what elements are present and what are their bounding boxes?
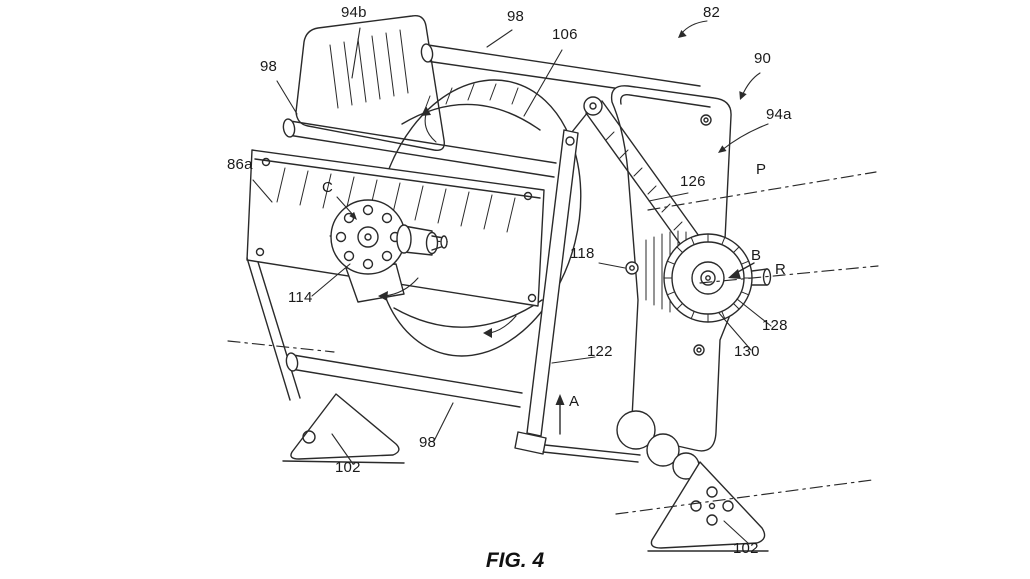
ref-98-left: 98: [260, 58, 278, 75]
ref-126: 126: [680, 173, 706, 190]
arm-126: [583, 96, 705, 253]
ref-P: P: [756, 161, 767, 178]
ref-114: 114: [288, 289, 313, 306]
motor-114: [329, 199, 453, 303]
strut-122: [514, 111, 641, 463]
ref-90: 90: [754, 50, 772, 67]
ref-C: C: [322, 179, 334, 196]
ref-94a: 94a: [766, 106, 792, 123]
back-plate-94b: [295, 15, 445, 151]
fastener-118: [625, 261, 639, 275]
direction-arrow-B: [728, 262, 755, 279]
ref-82: 82: [703, 4, 721, 21]
ref-86a: 86a: [227, 156, 253, 173]
ref-A: A: [569, 393, 580, 410]
figure-caption: FIG. 4: [485, 549, 545, 572]
ref-130: 130: [734, 343, 760, 360]
direction-arrow-A: [555, 394, 565, 435]
ref-94b: 94b: [341, 4, 367, 21]
ref-106: 106: [552, 26, 578, 43]
upper-left-roller-98: [282, 118, 557, 178]
leader-lines: [252, 20, 772, 545]
ref-102-left: 102: [335, 459, 361, 476]
bottom-roller-98: [285, 352, 523, 408]
right-foot-102: [647, 461, 769, 552]
left-foot-102: [282, 393, 405, 464]
ref-98-top: 98: [507, 8, 525, 25]
ref-R: R: [775, 261, 787, 278]
ref-122: 122: [587, 343, 613, 360]
ref-98-bottom: 98: [419, 434, 437, 451]
rotation-arrow-upper: [421, 106, 437, 143]
ref-118: 118: [570, 245, 595, 262]
rotation-arrow-lower: [483, 315, 517, 338]
ref-102-right: 102: [733, 540, 759, 557]
ref-B: B: [751, 247, 762, 264]
ref-128: 128: [762, 317, 788, 334]
axis-lines: [227, 171, 879, 515]
